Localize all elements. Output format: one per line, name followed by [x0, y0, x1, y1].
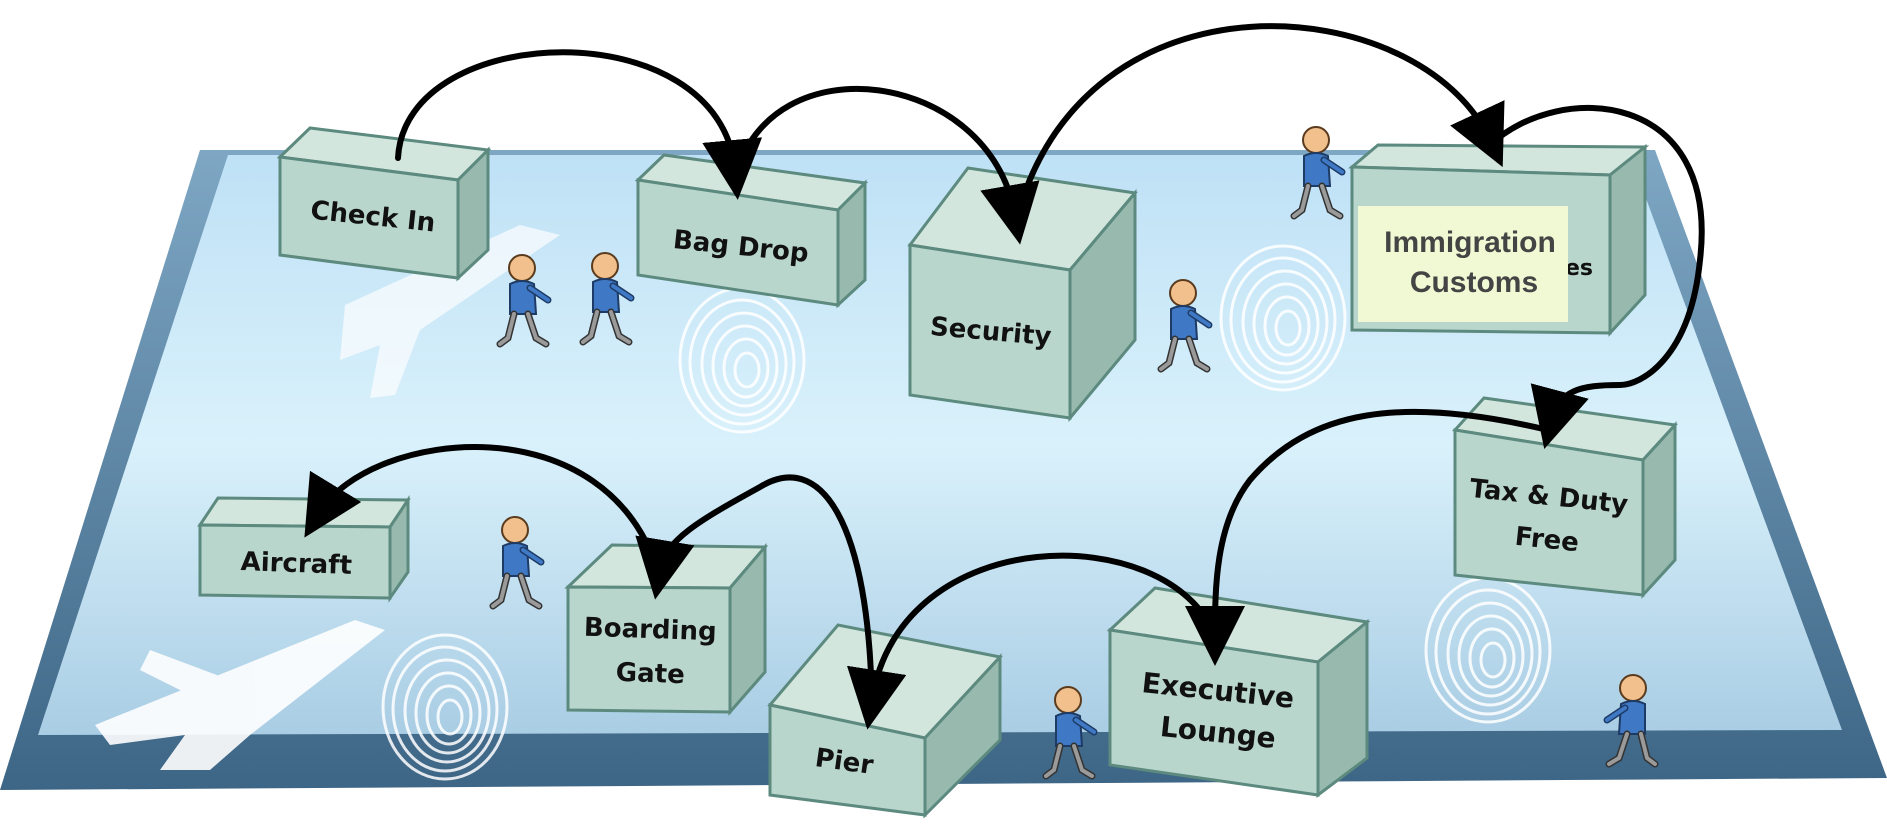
immigration-customs-box: es Immigration Customs: [1348, 143, 1650, 337]
arrow-boarding-to-aircraft: [304, 444, 663, 581]
bag-drop-box: Bag Drop: [634, 153, 869, 309]
arrow-pier-to-boarding: [635, 474, 875, 713]
aircraft-box: Aircraft: [197, 495, 411, 603]
pier-box: Pier: [767, 623, 1003, 819]
arrow-lounge-to-pier: [847, 552, 1218, 730]
arrow-checkin-to-bagdrop: [395, 49, 763, 200]
tax-duty-free-label-2: Free: [1513, 522, 1580, 559]
security-box: Security: [907, 166, 1138, 423]
airplane-silhouette-icon: [95, 620, 385, 770]
arrow-taxfree-to-lounge: [1185, 408, 1551, 666]
airplane-silhouette-icon: [340, 225, 560, 398]
process-flow-arrows: [304, 23, 1705, 730]
boarding-gate-label-2: Gate: [615, 658, 685, 690]
immigration-label: Immigration: [1384, 226, 1556, 259]
arrow-bagdrop-to-security: [732, 85, 1040, 245]
boarding-gate-label-1: Boarding: [583, 613, 717, 648]
customs-label: Customs: [1410, 266, 1538, 299]
aircraft-label: Aircraft: [240, 547, 352, 581]
immigration-customs-overlay: [1358, 206, 1568, 322]
boarding-gate-box: Boarding Gate: [564, 542, 769, 716]
arrow-security-to-immigration: [1012, 23, 1505, 228]
tax-duty-free-box: Tax & Duty Free: [1452, 396, 1679, 599]
executive-lounge-box: Executive Lounge: [1106, 586, 1371, 799]
immigration-underlying-fragment: es: [1565, 256, 1593, 281]
arrow-immigration-to-taxfree: [1487, 105, 1705, 449]
check-in-box: Check In: [276, 126, 492, 282]
